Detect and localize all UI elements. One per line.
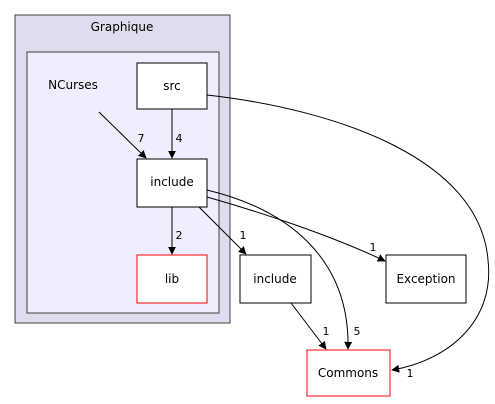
node-src[interactable]: src [136, 62, 208, 110]
node-include-outer[interactable]: include [239, 254, 312, 304]
node-include-inner-label: include [150, 175, 193, 189]
edge-label: 7 [138, 132, 145, 145]
edge-label: 2 [176, 229, 183, 242]
cluster-ncurses-label: NCurses [48, 78, 98, 92]
edge-label: 1 [370, 241, 377, 254]
node-commons[interactable]: Commons [306, 349, 391, 397]
node-src-label: src [163, 79, 181, 93]
node-lib[interactable]: lib [136, 254, 208, 304]
node-lib-label: lib [165, 272, 179, 286]
edge-src-commons [206, 94, 490, 373]
cluster-graphique-label: Graphique [91, 20, 154, 34]
edges [98, 94, 490, 373]
node-exception-label: Exception [396, 272, 455, 286]
edge-ncurses-include [98, 111, 147, 159]
edge-include-exception [206, 196, 386, 262]
edge-label: 1 [240, 229, 247, 242]
edge-label: 1 [323, 325, 330, 338]
node-include-inner[interactable]: include [136, 158, 208, 208]
node-commons-label: Commons [318, 366, 378, 380]
edge-label: 4 [176, 132, 183, 145]
edge-include-commons [206, 189, 353, 350]
node-include-outer-label: include [253, 272, 296, 286]
edge-labels: 7 4 2 1 1 5 1 1 [138, 132, 414, 380]
edge-label: 5 [354, 325, 361, 338]
edge-label: 1 [407, 367, 414, 380]
edge-include-outer-commons [290, 302, 327, 350]
node-exception[interactable]: Exception [385, 254, 467, 304]
edge-include-include-outer [198, 206, 247, 255]
